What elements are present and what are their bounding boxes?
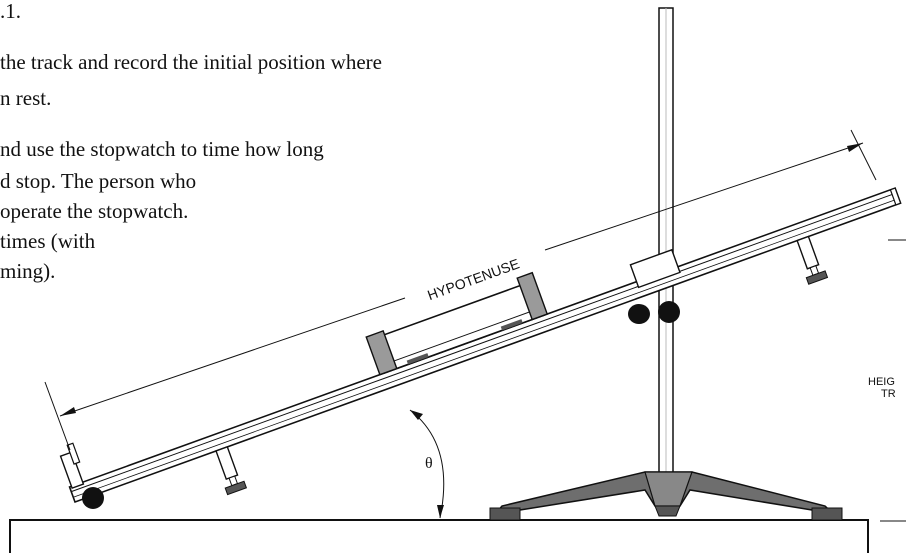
inclined-track bbox=[59, 187, 902, 504]
hypotenuse-dimension bbox=[44, 129, 877, 451]
text-line: .1. bbox=[0, 0, 21, 23]
rod-clamp bbox=[629, 248, 681, 289]
theta-label: θ bbox=[425, 455, 433, 472]
text-line: ming). bbox=[0, 259, 56, 283]
text-line: times (with bbox=[0, 229, 96, 253]
end-wheel bbox=[82, 487, 104, 509]
text-line: d stop. The person who bbox=[0, 169, 197, 193]
end-stop bbox=[59, 442, 85, 490]
height-label-line2: TR bbox=[881, 388, 896, 400]
text-line: nd use the stopwatch to time how long bbox=[0, 137, 324, 161]
adjustable-foot bbox=[796, 235, 829, 285]
text-line: the track and record the initial positio… bbox=[0, 50, 382, 74]
cart bbox=[365, 271, 549, 376]
stand-base bbox=[488, 471, 843, 521]
height-label-line1: HEIG bbox=[868, 376, 895, 388]
angle-arc bbox=[409, 409, 445, 519]
height-label: HEIG TR bbox=[868, 239, 906, 400]
text-line: operate the stopwatch. bbox=[0, 199, 189, 223]
adjustable-foot bbox=[215, 445, 248, 496]
table-surface bbox=[9, 519, 906, 553]
support-rod bbox=[658, 7, 674, 479]
text-line: n rest. bbox=[0, 86, 52, 110]
clamp-knobs bbox=[628, 301, 680, 324]
